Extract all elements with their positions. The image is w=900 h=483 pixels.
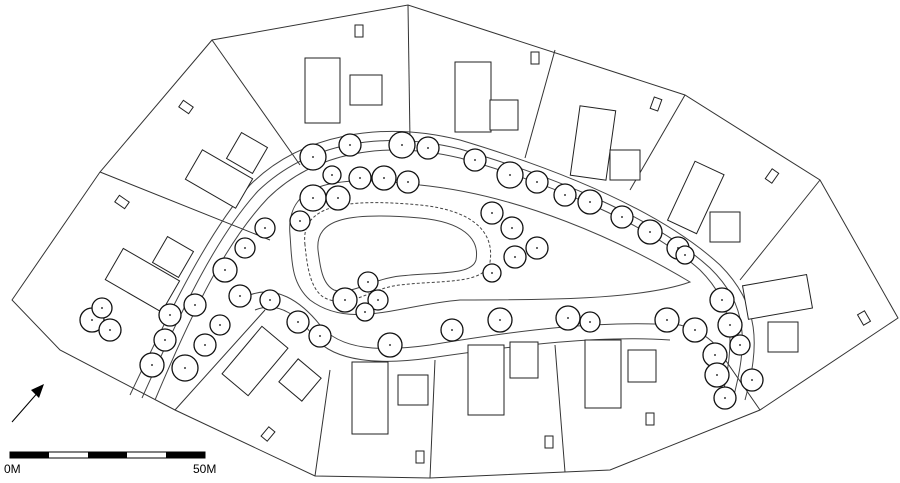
tree-center-dot — [224, 269, 226, 271]
tree-center-dot — [649, 231, 651, 233]
tree-center-dot — [564, 194, 566, 196]
tree-center-dot — [491, 212, 493, 214]
tree-center-dot — [621, 216, 623, 218]
tree-center-dot — [239, 295, 241, 297]
tree-center-dot — [499, 319, 501, 321]
tree-center-dot — [491, 272, 493, 274]
tree-center-dot — [589, 321, 591, 323]
tree-center-dot — [264, 227, 266, 229]
tree-center-dot — [383, 177, 385, 179]
tree-center-dot — [684, 254, 686, 256]
tree-center-dot — [344, 299, 346, 301]
street-trees — [79, 131, 764, 410]
tree-center-dot — [509, 174, 511, 176]
tree-center-dot — [567, 317, 569, 319]
tree-center-dot — [666, 319, 668, 321]
tree-center-dot — [536, 181, 538, 183]
tree-center-dot — [401, 144, 403, 146]
tree-center-dot — [729, 324, 731, 326]
lot-boundaries — [11, 4, 899, 479]
tree-center-dot — [337, 197, 339, 199]
tree-center-dot — [589, 201, 591, 203]
tree-center-dot — [474, 159, 476, 161]
tree-center-dot — [297, 321, 299, 323]
tree-center-dot — [244, 247, 246, 249]
tree-center-dot — [724, 397, 726, 399]
tree-center-dot — [714, 354, 716, 356]
tree-center-dot — [151, 364, 153, 366]
tree-center-dot — [269, 299, 271, 301]
scale-bar-segment — [166, 452, 205, 458]
tree-center-dot — [184, 367, 186, 369]
tree-center-dot — [164, 339, 166, 341]
tree-center-dot — [739, 344, 741, 346]
tree-center-dot — [364, 311, 366, 313]
tree-center-dot — [536, 247, 538, 249]
tree-center-dot — [194, 304, 196, 306]
tree-center-dot — [204, 344, 206, 346]
tree-center-dot — [312, 156, 314, 158]
tree-center-dot — [319, 335, 321, 337]
tree-center-dot — [514, 256, 516, 258]
north-arrow-icon — [11, 384, 44, 423]
tree-center-dot — [101, 307, 103, 309]
tree-center-dot — [511, 227, 513, 229]
tree-center-dot — [219, 324, 221, 326]
houses — [104, 57, 814, 435]
scale-bar — [9, 451, 206, 459]
tree-center-dot — [451, 329, 453, 331]
scale-bar-start-label: 0M — [4, 462, 21, 476]
tree-center-dot — [407, 181, 409, 183]
tree-center-dot — [751, 379, 753, 381]
tree-center-dot — [349, 144, 351, 146]
tree-center-dot — [359, 177, 361, 179]
tree-center-dot — [299, 220, 301, 222]
tree-center-dot — [377, 299, 379, 301]
scale-bar-segment — [10, 452, 49, 458]
tree-center-dot — [716, 374, 718, 376]
tree-center-dot — [169, 314, 171, 316]
tree-center-dot — [427, 147, 429, 149]
tree-center-dot — [331, 174, 333, 176]
sheds — [114, 24, 872, 464]
tree-center-dot — [721, 299, 723, 301]
scale-bar-end-label: 50M — [193, 462, 217, 476]
tree-center-dot — [367, 281, 369, 283]
tree-center-dot — [312, 197, 314, 199]
tree-center-dot — [694, 329, 696, 331]
scale-bar-segment — [88, 452, 127, 458]
tree-center-dot — [109, 329, 111, 331]
tree-center-dot — [91, 319, 93, 321]
tree-center-dot — [389, 344, 391, 346]
